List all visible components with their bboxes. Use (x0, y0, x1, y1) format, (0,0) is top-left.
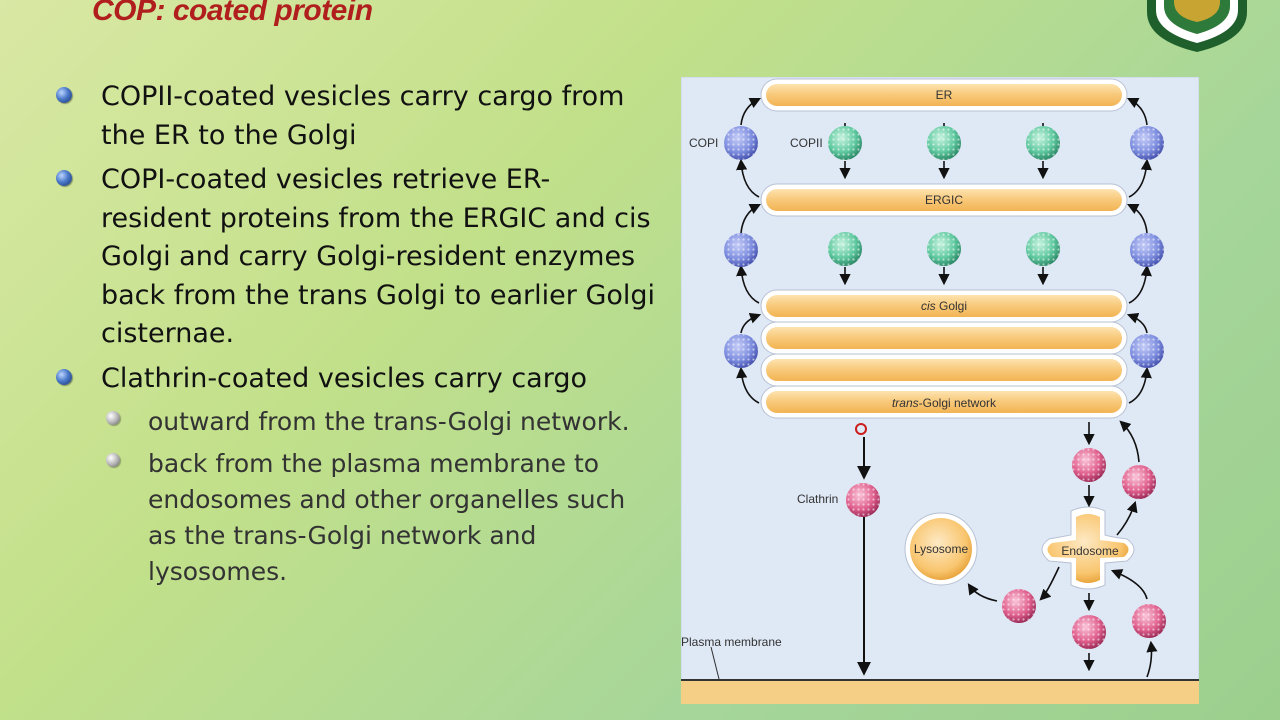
er-label: ER (936, 88, 953, 102)
sub-bullet-item: outward from the trans-Golgi network. (56, 404, 656, 440)
clathrin-label: Clathrin (797, 492, 838, 506)
endosome (1041, 506, 1135, 590)
bullet-text: COPII-coated vesicles carry cargo from t… (101, 81, 625, 151)
copi-vesicles (724, 126, 1164, 368)
cis-golgi-label: cis Golgi (921, 299, 967, 313)
sub-bullet-item: back from the plasma membrane to endosom… (56, 446, 656, 590)
lysosome (904, 512, 978, 586)
bullet-item: COPI-coated vesicles retrieve ER-residen… (56, 161, 656, 354)
vesicle-transport-diagram: ER ERGIC cis Golgi trans-Golgi network (681, 77, 1199, 704)
bullet-icon (56, 368, 72, 385)
copi-label: COPI (689, 136, 718, 150)
ergic-cisterna (760, 183, 1128, 217)
bullet-list: COPII-coated vesicles carry cargo from t… (56, 78, 656, 596)
plasma-membrane (681, 679, 1199, 704)
sub-bullet-text: outward from the trans-Golgi network. (148, 407, 630, 436)
ergic-label: ERGIC (925, 193, 963, 207)
university-logo (1142, 0, 1252, 52)
copii-label: COPII (790, 136, 823, 150)
endosome-label: Endosome (1061, 544, 1119, 558)
bullet-item: Clathrin-coated vesicles carry cargo (56, 360, 656, 399)
sub-bullet-icon (106, 453, 120, 467)
clathrin-outward-path (846, 423, 880, 676)
endosome-pathway-arrows (967, 420, 1158, 678)
lysosome-label: Lysosome (914, 542, 969, 556)
clathrin-vesicles (1002, 448, 1166, 649)
plasma-membrane-label: Plasma membrane (681, 635, 782, 649)
sub-bullet-text: back from the plasma membrane to endosom… (148, 449, 626, 586)
golgi-stack (760, 289, 1128, 419)
slide-title: COP: coated protein (92, 0, 373, 27)
sub-bullet-icon (106, 411, 120, 425)
bullet-item: COPII-coated vesicles carry cargo from t… (56, 78, 656, 155)
bullet-icon (56, 170, 72, 186)
bullet-text: Clathrin-coated vesicles carry cargo (101, 362, 587, 394)
copi-retrograde-arrows (736, 97, 1152, 404)
bullet-icon (56, 87, 72, 103)
trans-golgi-network-label: trans-Golgi network (892, 396, 997, 410)
bullet-text: COPI-coated vesicles retrieve ER-residen… (101, 164, 656, 349)
er-cisterna (760, 78, 1128, 112)
copii-vesicles (828, 126, 1060, 266)
